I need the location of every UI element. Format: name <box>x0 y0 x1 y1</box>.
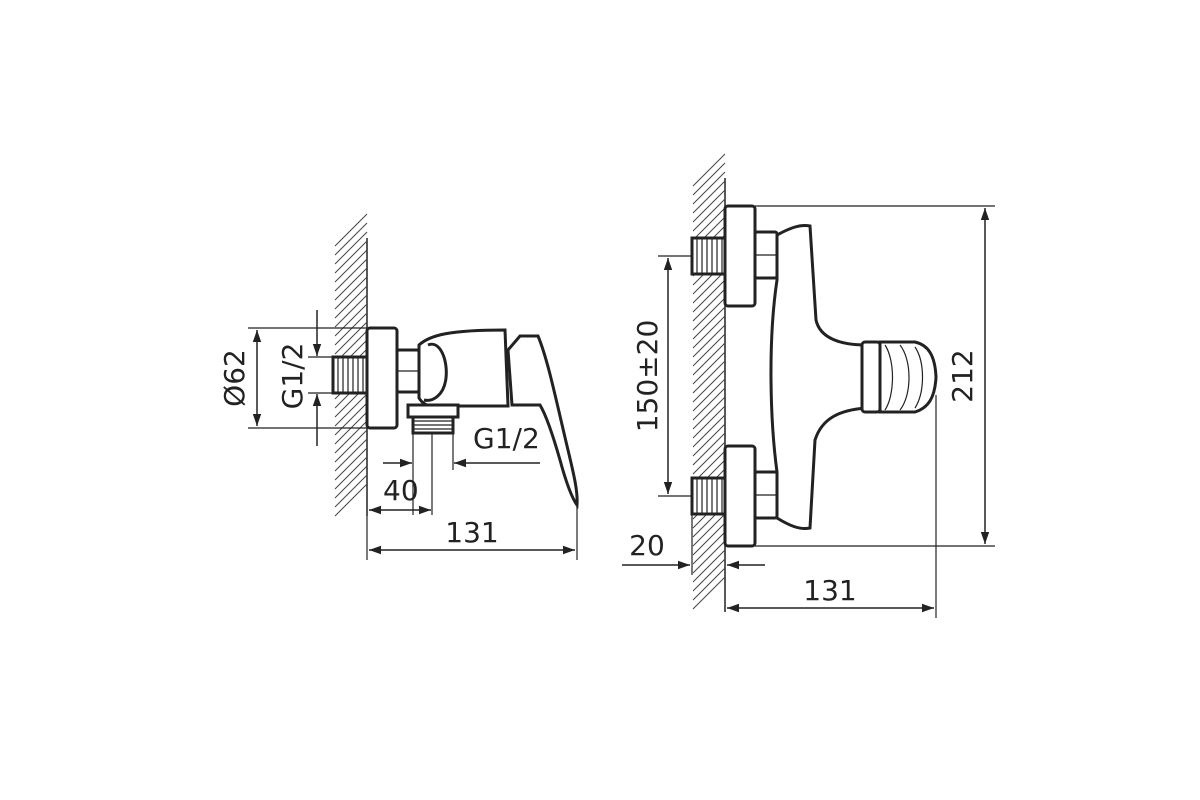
hatch-line <box>692 549 726 583</box>
front-handle-cap <box>860 340 938 414</box>
hatch-line <box>692 351 726 385</box>
side-inlet-nipple <box>331 355 369 395</box>
outlet-offset-label: 40 <box>383 474 419 507</box>
inlet-thread-dimension: G1/2 <box>276 310 333 446</box>
hatch-line <box>692 162 726 196</box>
outlet-thread-label: G1/2 <box>473 422 540 455</box>
front-depth-label: 131 <box>803 574 856 607</box>
hatch-line <box>692 387 726 421</box>
side-flange <box>365 326 399 430</box>
hatch-line <box>334 402 368 436</box>
hatch-line <box>692 513 726 547</box>
hatch-line <box>692 198 726 232</box>
side-outlet-connector <box>406 403 460 515</box>
front-lower-flange <box>723 444 757 548</box>
hatch-line <box>692 576 726 610</box>
hatch-line <box>334 231 368 265</box>
hatch-line <box>692 531 726 565</box>
height-dimension: 212 <box>755 205 995 547</box>
hatch-line <box>334 321 368 355</box>
hatch-line <box>692 441 726 475</box>
hatch-line <box>334 438 368 472</box>
hatch-line <box>692 378 726 412</box>
hatch-line <box>692 270 726 304</box>
hatch-line <box>334 222 368 256</box>
hatch-line <box>692 306 726 340</box>
hatch-line <box>692 414 726 448</box>
hatch-line <box>692 153 726 187</box>
height-label: 212 <box>946 349 979 402</box>
outlet-thread-dimension: G1/2 <box>383 422 540 468</box>
front-lower-nipple <box>690 476 727 516</box>
hatch-line <box>692 432 726 466</box>
hatch-line <box>692 180 726 214</box>
hatch-line <box>334 429 368 463</box>
hatch-line <box>692 567 726 601</box>
hatch-line <box>334 258 368 292</box>
front-upper-flange <box>723 204 757 308</box>
hatch-line <box>334 420 368 454</box>
hatch-line <box>334 447 368 481</box>
front-view: 150±20 212 20 131 <box>622 153 995 618</box>
hatch-line <box>692 333 726 367</box>
hatch-line <box>692 522 726 556</box>
front-depth-dimension: 131 <box>727 395 937 618</box>
hatch-line <box>334 312 368 346</box>
hatch-line <box>692 297 726 331</box>
hatch-line <box>692 288 726 322</box>
hatch-line <box>334 483 368 517</box>
side-valve-body <box>417 328 510 410</box>
side-depth-dimension: 131 <box>366 505 578 560</box>
inlet-spacing-dimension: 150±20 <box>631 255 692 497</box>
front-wall-hatch <box>692 153 726 612</box>
hatch-line <box>692 315 726 349</box>
hatch-line <box>334 393 368 427</box>
hatch-line <box>334 213 368 247</box>
hatch-line <box>692 396 726 430</box>
wall-offset-dimension: 20 <box>622 514 765 575</box>
hatch-line <box>334 465 368 499</box>
hatch-line <box>692 558 726 592</box>
hatch-line <box>334 240 368 274</box>
hatch-line <box>692 342 726 376</box>
diameter-label: Ø62 <box>218 349 251 407</box>
inlet-spacing-label: 150±20 <box>631 320 664 433</box>
hatch-line <box>692 207 726 241</box>
side-view: Ø62 G1/2 G1/2 40 131 <box>218 213 579 560</box>
diameter-dimension: Ø62 <box>218 327 367 429</box>
hatch-line <box>692 189 726 223</box>
side-lever-handle <box>506 334 579 510</box>
hatch-line <box>334 267 368 301</box>
hatch-line <box>692 324 726 358</box>
hatch-line <box>692 540 726 574</box>
inlet-thread-label: G1/2 <box>276 343 309 410</box>
front-valve-body <box>769 224 868 530</box>
hatch-line <box>692 405 726 439</box>
hatch-line <box>334 285 368 319</box>
wall-offset-label: 20 <box>629 529 665 562</box>
outlet-offset-dimension: 40 <box>369 474 431 515</box>
hatch-line <box>334 249 368 283</box>
hatch-line <box>334 294 368 328</box>
hatch-line <box>692 423 726 457</box>
hatch-line <box>334 303 368 337</box>
hatch-line <box>692 360 726 394</box>
hatch-line <box>692 171 726 205</box>
hatch-line <box>334 456 368 490</box>
side-depth-label: 131 <box>445 516 498 549</box>
hatch-line <box>334 276 368 310</box>
front-upper-nipple <box>690 236 727 276</box>
hatch-line <box>692 279 726 313</box>
hatch-line <box>334 474 368 508</box>
hatch-line <box>692 369 726 403</box>
